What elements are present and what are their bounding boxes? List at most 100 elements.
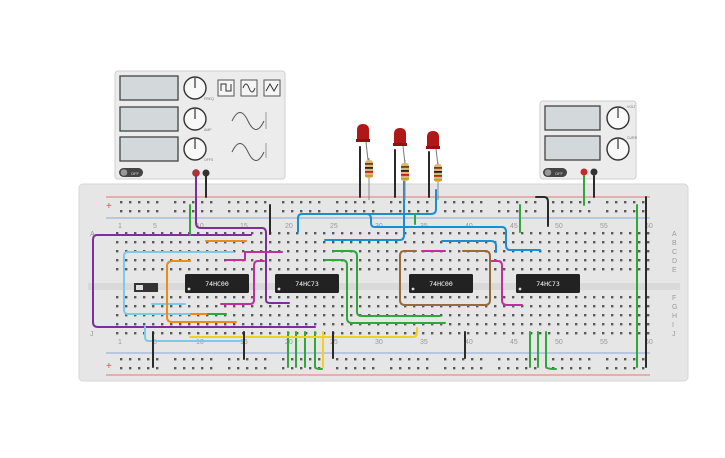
hole[interactable] bbox=[120, 358, 123, 361]
hole[interactable] bbox=[620, 268, 623, 271]
hole[interactable] bbox=[282, 358, 285, 361]
hole[interactable] bbox=[269, 296, 272, 299]
hole[interactable] bbox=[359, 259, 362, 262]
hole[interactable] bbox=[188, 296, 191, 299]
hole[interactable] bbox=[368, 268, 371, 271]
hole[interactable] bbox=[404, 241, 407, 244]
hole[interactable] bbox=[152, 268, 155, 271]
hole[interactable] bbox=[215, 323, 218, 326]
hole[interactable] bbox=[363, 367, 366, 370]
hole[interactable] bbox=[372, 358, 375, 361]
hole[interactable] bbox=[296, 332, 299, 335]
hole[interactable] bbox=[125, 296, 128, 299]
hole[interactable] bbox=[449, 250, 452, 253]
hole[interactable] bbox=[584, 323, 587, 326]
hole[interactable] bbox=[602, 332, 605, 335]
hole[interactable] bbox=[314, 250, 317, 253]
hole[interactable] bbox=[350, 296, 353, 299]
hole[interactable] bbox=[134, 241, 137, 244]
hole[interactable] bbox=[246, 367, 249, 370]
hole[interactable] bbox=[615, 367, 618, 370]
hole[interactable] bbox=[512, 250, 515, 253]
hole[interactable] bbox=[584, 232, 587, 235]
hole[interactable] bbox=[192, 210, 195, 213]
hole[interactable] bbox=[143, 296, 146, 299]
hole[interactable] bbox=[620, 332, 623, 335]
hole[interactable] bbox=[345, 210, 348, 213]
hole[interactable] bbox=[449, 268, 452, 271]
hole[interactable] bbox=[638, 250, 641, 253]
hole[interactable] bbox=[557, 268, 560, 271]
hole[interactable] bbox=[251, 314, 254, 317]
hole[interactable] bbox=[453, 367, 456, 370]
hole[interactable] bbox=[629, 232, 632, 235]
hole[interactable] bbox=[417, 367, 420, 370]
hole[interactable] bbox=[408, 358, 411, 361]
hole[interactable] bbox=[471, 367, 474, 370]
hole[interactable] bbox=[395, 250, 398, 253]
hole[interactable] bbox=[251, 232, 254, 235]
hole[interactable] bbox=[138, 201, 141, 204]
hole[interactable] bbox=[161, 305, 164, 308]
hole[interactable] bbox=[233, 250, 236, 253]
hole[interactable] bbox=[629, 323, 632, 326]
hole[interactable] bbox=[309, 201, 312, 204]
hole[interactable] bbox=[174, 210, 177, 213]
hole[interactable] bbox=[179, 305, 182, 308]
hole[interactable] bbox=[228, 367, 231, 370]
hole[interactable] bbox=[251, 259, 254, 262]
hole[interactable] bbox=[440, 241, 443, 244]
hole[interactable] bbox=[440, 232, 443, 235]
hole[interactable] bbox=[525, 201, 528, 204]
hole[interactable] bbox=[242, 323, 245, 326]
hole[interactable] bbox=[152, 232, 155, 235]
hole[interactable] bbox=[125, 241, 128, 244]
hole[interactable] bbox=[323, 268, 326, 271]
hole[interactable] bbox=[552, 201, 555, 204]
hole[interactable] bbox=[125, 314, 128, 317]
hole[interactable] bbox=[507, 358, 510, 361]
hole[interactable] bbox=[611, 296, 614, 299]
hole[interactable] bbox=[134, 259, 137, 262]
hole[interactable] bbox=[359, 250, 362, 253]
hole[interactable] bbox=[534, 358, 537, 361]
hole[interactable] bbox=[561, 367, 564, 370]
hole[interactable] bbox=[386, 241, 389, 244]
hole[interactable] bbox=[431, 296, 434, 299]
hole[interactable] bbox=[431, 259, 434, 262]
hole[interactable] bbox=[120, 367, 123, 370]
hole[interactable] bbox=[170, 232, 173, 235]
hole[interactable] bbox=[377, 241, 380, 244]
hole[interactable] bbox=[476, 241, 479, 244]
hole[interactable] bbox=[525, 358, 528, 361]
hole[interactable] bbox=[264, 210, 267, 213]
hole[interactable] bbox=[516, 358, 519, 361]
hole[interactable] bbox=[260, 241, 263, 244]
hole[interactable] bbox=[287, 323, 290, 326]
hole[interactable] bbox=[503, 305, 506, 308]
wire-purple[interactable] bbox=[195, 175, 290, 304]
wire-purple[interactable] bbox=[92, 234, 316, 328]
hole[interactable] bbox=[296, 259, 299, 262]
hole[interactable] bbox=[350, 232, 353, 235]
hole[interactable] bbox=[237, 367, 240, 370]
hole[interactable] bbox=[282, 201, 285, 204]
hole[interactable] bbox=[341, 232, 344, 235]
function-generator[interactable]: FREQ AMP OFFS OFF bbox=[114, 70, 286, 180]
hole[interactable] bbox=[413, 232, 416, 235]
hole[interactable] bbox=[638, 268, 641, 271]
wire-magenta[interactable] bbox=[220, 260, 265, 305]
hole[interactable] bbox=[417, 358, 420, 361]
hole[interactable] bbox=[255, 358, 258, 361]
hole[interactable] bbox=[530, 232, 533, 235]
hole[interactable] bbox=[611, 305, 614, 308]
hole[interactable] bbox=[116, 259, 119, 262]
hole[interactable] bbox=[170, 268, 173, 271]
hole[interactable] bbox=[350, 314, 353, 317]
resistors[interactable] bbox=[365, 158, 442, 200]
triangle-wave-button[interactable] bbox=[263, 79, 281, 97]
hole[interactable] bbox=[620, 305, 623, 308]
chip-74hc00-2[interactable]: 74HC00 bbox=[409, 274, 473, 293]
hole[interactable] bbox=[485, 314, 488, 317]
